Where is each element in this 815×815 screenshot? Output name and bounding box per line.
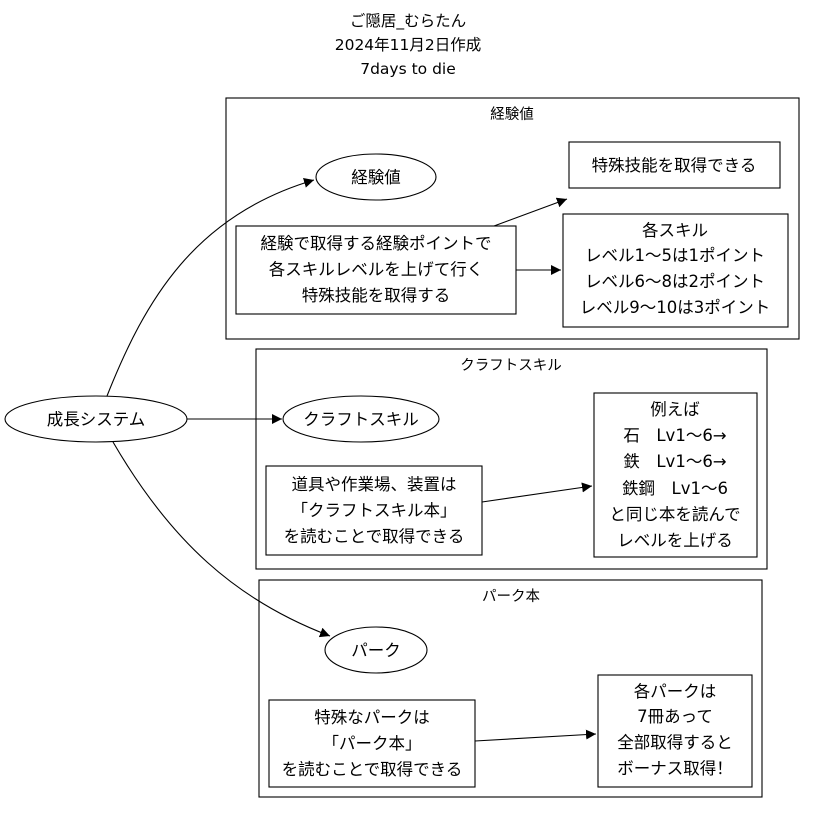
root-node-group: 成長システム (4, 395, 188, 443)
exp-result-skill-label: 特殊技能を取得できる (592, 156, 757, 175)
perk-desc-line-1: 特殊なパークは (314, 708, 430, 727)
edge-root-to-exp (106, 178, 315, 397)
author-label: ご隠居_むらたん (350, 12, 466, 31)
craft-desc-line-3: を読むことで取得できる (284, 527, 465, 546)
craft-example-line-6: レベルを上げる (617, 531, 733, 550)
perk-bonus-box (597, 674, 753, 788)
perk-bonus-line-4: ボーナス取得！ (617, 759, 733, 778)
perk-bonus-line-1: 各パークは (634, 682, 717, 701)
cluster-craft: クラフトスキル クラフトスキル 道具や作業場、装置は 「クラフトスキル本」 を読… (255, 348, 768, 570)
perk-desc-line-3: を読むことで取得できる (282, 760, 463, 779)
craft-node-label: クラフトスキル (303, 410, 419, 429)
perk-node (324, 626, 428, 674)
date-label: 2024年11月2日作成 (335, 36, 482, 54)
perk-node-label: パーク (351, 641, 401, 660)
diagram-header: ご隠居_むらたん 2024年11月2日作成 7days to die (335, 12, 482, 78)
craft-desc-line-2: 「クラフトスキル本」 (292, 501, 457, 520)
cluster-perk: パーク本 パーク 特殊なパークは 「パーク本」 を読むことで取得できる 各パーク… (258, 579, 763, 798)
cluster-perk-border (258, 579, 763, 798)
cluster-exp-border (225, 97, 800, 340)
exp-result-skill-box (568, 141, 781, 189)
perk-bonus-line-2: 7冊あって (637, 707, 713, 726)
root-node-label: 成長システム (47, 410, 146, 429)
cluster-craft-border (255, 348, 768, 570)
exp-node-label: 経験値 (351, 168, 401, 187)
exp-desc-line-3: 特殊技能を取得する (302, 286, 451, 305)
edge-exp-desc-to-skill (493, 197, 568, 227)
exp-desc-line-2: 各スキルレベルを上げて行く (269, 260, 484, 279)
craft-example-line-4: 鉄鋼 Lv1～6 (622, 479, 728, 498)
edge-perk-desc-to-bonus (474, 729, 597, 742)
craft-example-line-2: 石 Lv1～6→ (623, 426, 726, 445)
exp-node (315, 153, 437, 201)
exp-points-line-1: 各スキル (642, 221, 708, 240)
exp-desc-box (235, 225, 517, 315)
edge-craft-desc-to-example (481, 482, 593, 503)
edge-root-to-perk (112, 441, 331, 638)
perk-desc-line-2: 「パーク本」 (323, 734, 422, 753)
exp-points-box (562, 213, 789, 328)
craft-example-line-1: 例えば (650, 400, 700, 419)
cluster-craft-title: クラフトスキル (460, 357, 562, 374)
craft-example-line-5: と同じ本を読んで (609, 505, 740, 524)
exp-points-line-4: レベル9～10は3ポイント (580, 298, 771, 317)
cluster-exp: 経験値 経験値 経験で取得する経験ポイントで 各スキルレベルを上げて行く 特殊技… (225, 97, 800, 340)
exp-desc-line-1: 経験で取得する経験ポイントで (261, 234, 492, 253)
craft-desc-line-1: 道具や作業場、装置は (292, 475, 457, 494)
craft-desc-box (265, 465, 483, 556)
exp-points-line-3: レベル6～8は2ポイント (585, 272, 765, 291)
edges (106, 178, 597, 742)
perk-bonus-line-3: 全部取得すると (617, 733, 733, 752)
craft-node (282, 395, 440, 443)
exp-points-line-2: レベル1～5は1ポイント (585, 246, 765, 265)
game-title: 7days to die (360, 60, 456, 78)
cluster-perk-title: パーク本 (482, 588, 540, 605)
craft-example-box (593, 392, 758, 558)
perk-desc-box (268, 699, 476, 788)
craft-example-line-3: 鉄 Lv1～6→ (623, 452, 726, 471)
cluster-exp-title: 経験値 (490, 106, 534, 123)
